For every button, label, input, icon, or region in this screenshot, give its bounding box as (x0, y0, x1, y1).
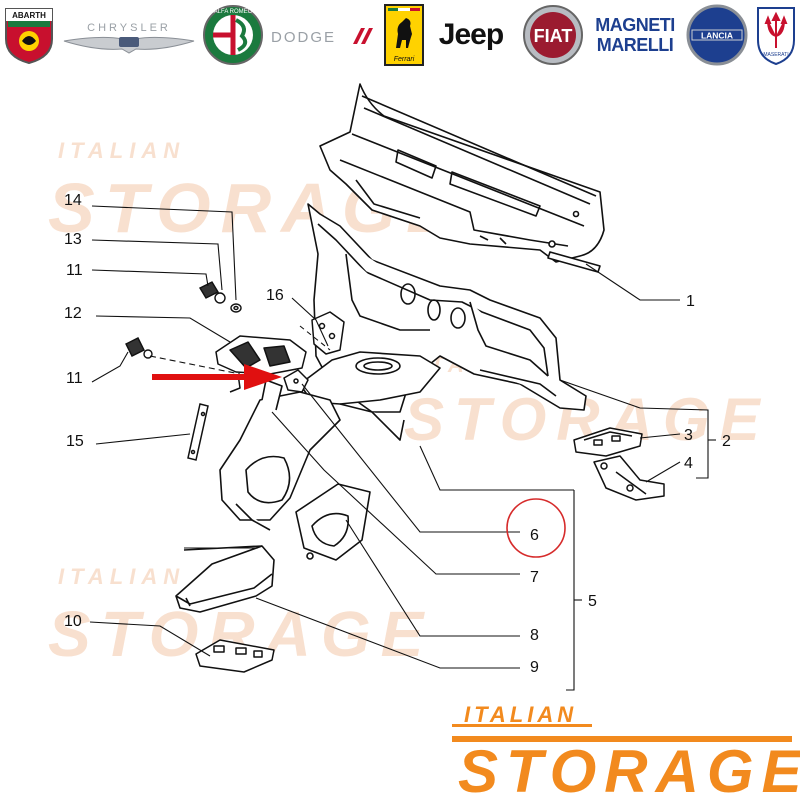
alfa-romeo-logo-text: ALFA ROMEO (214, 9, 253, 15)
dodge-stripes-icon: DODGE (271, 28, 373, 46)
callout-13: 13 (64, 231, 82, 248)
chrysler-logo-text: CHRYSLER (87, 22, 171, 34)
leader-lines (89, 205, 716, 691)
part-16-bracket (311, 311, 345, 355)
abarth-logo-text: ABARTH (12, 11, 46, 20)
callout-7: 7 (530, 569, 539, 586)
callout-labels: 1 2 3 4 5 6 7 8 9 10 11 11 12 13 14 15 1… (64, 192, 731, 676)
part-15-strap (187, 403, 209, 461)
callout-4: 4 (684, 455, 693, 472)
part-12-mount-bracket (215, 335, 307, 393)
ferrari-logo: Ferrari (382, 4, 426, 66)
lancia-logo: LANCIA (684, 4, 750, 66)
maserati-logo-text: MASERATI (763, 52, 788, 58)
red-arrow-icon (152, 364, 282, 390)
watermark-faint-italian-3: ITALIAN (58, 564, 185, 589)
callout-8: 8 (530, 627, 539, 644)
lancia-shield-icon: LANCIA (686, 4, 748, 66)
abarth-scorpion-icon: ABARTH (5, 8, 53, 65)
watermark-main-italian: ITALIAN (464, 702, 577, 727)
part-4-bracket (593, 455, 665, 501)
chrysler-logo: CHRYSLER (62, 4, 196, 66)
callout-3: 3 (684, 427, 693, 444)
callout-1: 1 (686, 293, 695, 310)
callout-5: 5 (588, 593, 597, 610)
fastener-washer-14 (230, 303, 242, 313)
magneti-marelli-line1: MAGNETI (595, 15, 675, 35)
magneti-marelli-logo: MAGNETI MARELLI (588, 4, 682, 66)
maserati-trident-icon: MASERATI (757, 7, 795, 66)
part-5-bulkhead-assembly (219, 203, 587, 561)
callout-2: 2 (722, 433, 731, 450)
alfa-romeo-badge-icon: ALFA ROMEO (203, 5, 263, 65)
callout-11-left: 11 (66, 370, 83, 387)
callout-16: 16 (266, 287, 284, 304)
part-6-bracket (283, 369, 309, 393)
dodge-logo: DODGE (268, 4, 378, 66)
callout-11-top: 11 (66, 262, 83, 279)
part-9-rail-extension (175, 545, 275, 613)
fiat-badge-icon: FIAT (523, 5, 583, 65)
lancia-logo-text: LANCIA (701, 31, 733, 41)
callout-10: 10 (64, 613, 82, 630)
callout-15: 15 (66, 433, 84, 450)
highlight-circle-part-6 (506, 498, 566, 558)
fastener-bolt-11-left (125, 337, 153, 359)
jeep-wordmark: Jeep (438, 18, 504, 51)
abarth-logo: ABARTH (0, 4, 58, 66)
maserati-logo: MASERATI (752, 4, 800, 66)
part-10-small-bracket (195, 639, 275, 673)
callout-6: 6 (530, 527, 539, 544)
ferrari-horse-icon: Ferrari (384, 4, 424, 66)
magneti-marelli-line2: MARELLI (596, 35, 674, 55)
alfa-romeo-logo: ALFA ROMEO (200, 4, 266, 66)
chrysler-wings-icon: CHRYSLER (63, 22, 195, 54)
ferrari-logo-text: Ferrari (394, 56, 415, 63)
callout-14: 14 (64, 192, 82, 209)
callout-12: 12 (64, 305, 82, 322)
jeep-logo: Jeep (428, 4, 514, 66)
dodge-logo-text: DODGE (271, 29, 336, 46)
watermark-main-storage: STORAGE (458, 738, 800, 800)
part-1-cowl-panel (319, 83, 605, 273)
callout-9: 9 (530, 659, 539, 676)
watermark-main: ITALIAN STORAGE (452, 702, 800, 800)
watermark-faint-italian-1: ITALIAN (58, 138, 185, 163)
part-3-bracket (573, 427, 643, 457)
fiat-logo-text: FIAT (534, 26, 573, 46)
fiat-logo: FIAT (520, 4, 586, 66)
